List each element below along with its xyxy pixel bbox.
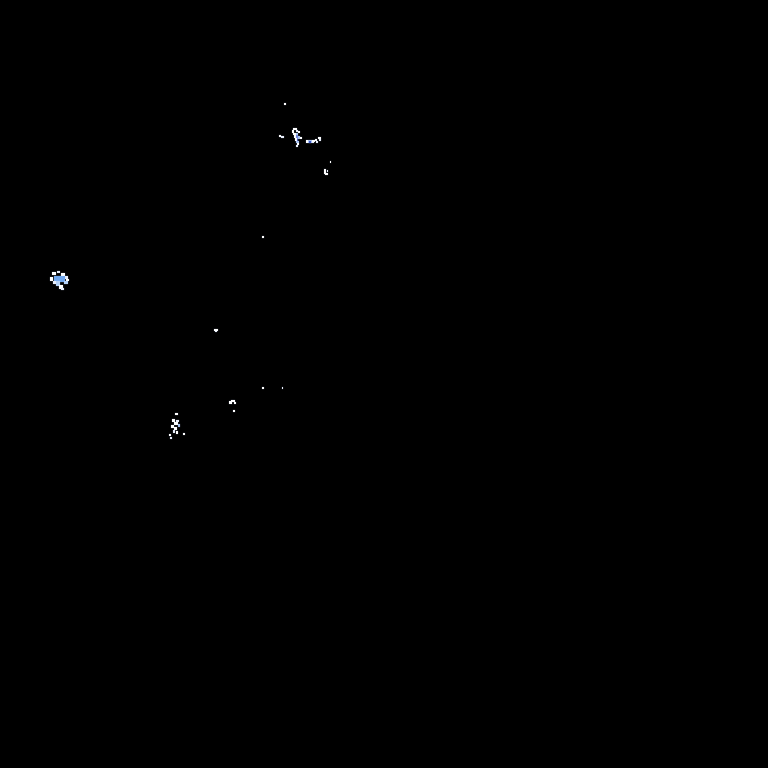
east-dash-light-pixel [318,137,321,139]
main-light-cluster-light-pixel [300,137,302,139]
notch-mark-light-pixel [229,401,232,404]
notch-mark-light-pixel [231,400,235,402]
south-cluster-light-pixel [174,422,178,425]
small-triangle-light-pixel [214,329,218,331]
small-triangle-light-pixel [215,331,217,332]
east-dash-light-pixel [319,139,321,141]
west-dash-light-pixel [281,136,284,138]
south-cluster-light-pixel [169,434,171,436]
east-streak-light-pixel [315,139,317,141]
west-dash-light-pixel [279,135,281,137]
main-light-cluster-light-pixel [296,130,298,132]
main-light-cluster-light-pixel [296,135,298,139]
north-dot-light-pixel [284,103,286,105]
main-light-cluster-light-pixel [295,138,297,141]
west-blue-blob-light-pixel [57,271,60,273]
south-cluster-light-pixel [173,430,175,433]
south-cluster-light-pixel [172,419,175,422]
west-blue-blob-light-pixel [56,281,60,286]
main-light-cluster-light-pixel [293,133,296,135]
main-light-cluster-light-pixel [298,136,300,139]
east-streak-light-pixel [312,142,314,143]
southeast-hook-light-pixel [325,173,328,175]
main-light-cluster-light-pixel [296,145,298,147]
pair-dots-light-pixel [282,387,283,389]
south-cluster-light-pixel [176,431,178,434]
west-blue-blob-light-pixel [61,288,64,290]
south-cluster-light-pixel [176,420,179,422]
west-blue-blob-light-pixel [59,285,63,289]
west-blue-blob-light-pixel [66,279,69,281]
pair-dots-light-pixel [262,387,264,389]
main-light-cluster-light-pixel [298,131,300,133]
west-blue-blob-light-pixel [61,273,65,276]
west-blue-blob-light-pixel [53,281,56,284]
south-cluster-light-pixel [170,437,172,439]
main-light-cluster-light-pixel [294,135,296,138]
main-light-cluster-light-pixel [296,141,299,143]
south-cluster-light-pixel [175,413,178,415]
south-cluster-light-pixel [183,433,185,435]
east-streak-light-pixel [306,140,308,143]
west-blue-blob-light-pixel [52,272,56,275]
main-light-cluster-light-pixel [296,133,298,135]
southeast-hook-light-pixel [330,161,331,163]
east-streak-light-pixel [309,141,311,143]
main-light-cluster-light-pixel [292,130,294,133]
southeast-hook-light-pixel [324,169,326,174]
southeast-hook-light-pixel [327,170,328,172]
south-cluster-light-pixel [174,427,177,430]
main-light-cluster-light-pixel [297,143,299,145]
main-light-cluster-light-pixel [297,139,298,141]
mid-dot-light-pixel [262,236,264,238]
south-cluster-light-pixel [178,424,180,427]
east-streak-light-pixel [312,140,315,142]
south-cluster-light-pixel [171,425,174,428]
west-blue-blob-light-pixel [65,276,68,279]
west-blue-blob-light-pixel [50,277,53,281]
west-blue-blob-light-pixel [54,276,65,282]
notch-mark-light-pixel [233,410,235,412]
notch-mark-light-pixel [234,402,236,404]
east-streak-light-pixel [316,141,318,143]
west-blue-blob-light-pixel [64,281,68,284]
main-light-cluster-light-pixel [293,128,297,130]
